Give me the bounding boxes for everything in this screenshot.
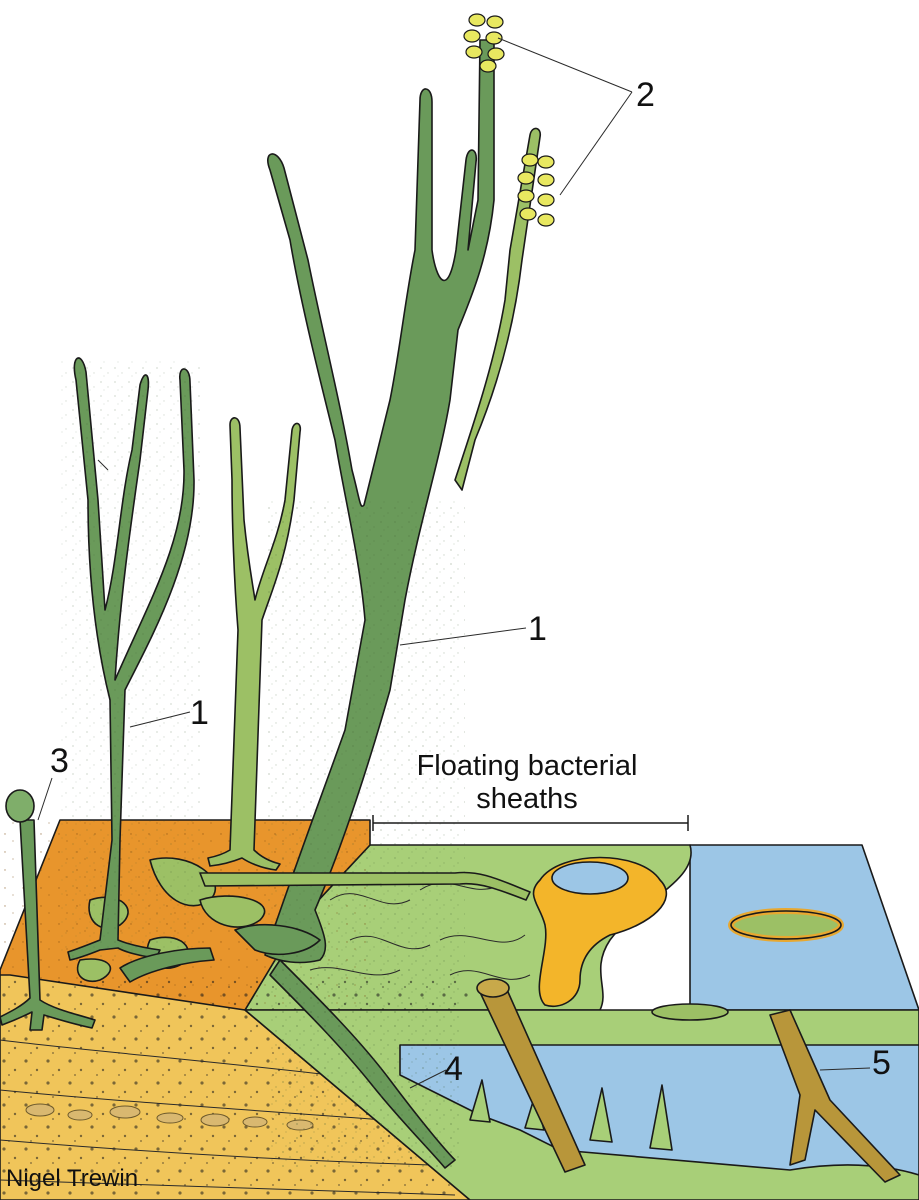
caption-bracket bbox=[372, 815, 689, 831]
label-1-left: 1 bbox=[190, 694, 209, 732]
plant-1-right bbox=[264, 39, 542, 964]
leader-lines bbox=[37, 37, 871, 1089]
plant-1-left bbox=[60, 357, 200, 961]
label-4: 4 bbox=[444, 1050, 463, 1088]
label-3: 3 bbox=[50, 742, 69, 780]
sporangia-clusters bbox=[463, 13, 555, 227]
water-surface bbox=[689, 844, 919, 1011]
submerged-stems bbox=[476, 978, 901, 1183]
plant-small-middle bbox=[207, 417, 302, 871]
plant-3 bbox=[0, 789, 96, 1031]
label-2: 2 bbox=[636, 76, 655, 114]
caption-line-1: Floating bacterial bbox=[417, 750, 638, 782]
prostrate-axis bbox=[119, 871, 531, 983]
rhizome-4 bbox=[269, 959, 460, 1170]
credit-signature: Nigel Trewin bbox=[6, 1165, 138, 1192]
caption-line-2: sheaths bbox=[476, 783, 578, 815]
label-1-right: 1 bbox=[528, 610, 547, 648]
label-5: 5 bbox=[872, 1044, 891, 1082]
